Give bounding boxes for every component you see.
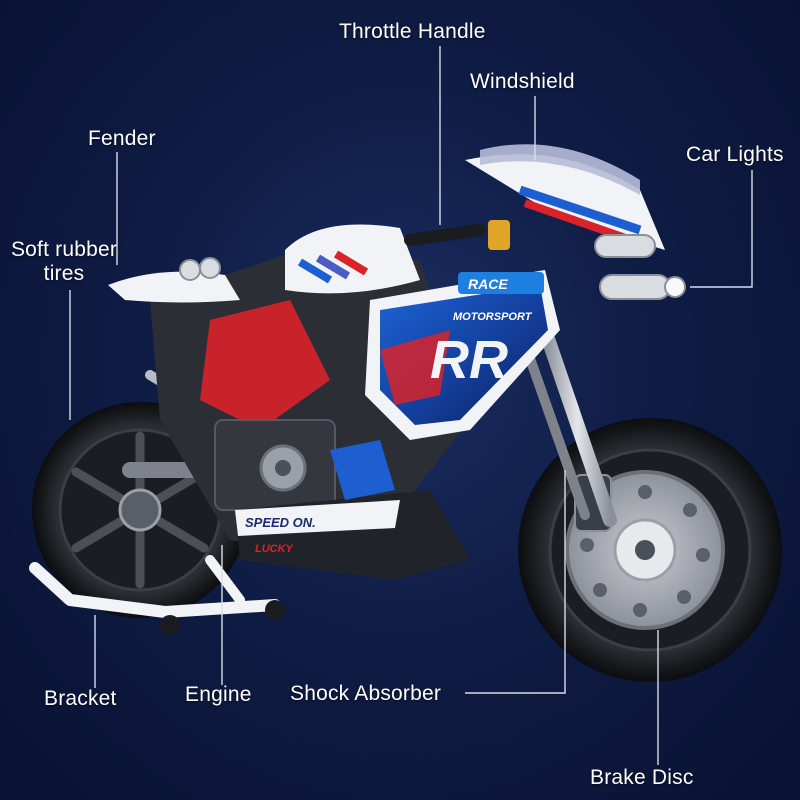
label-soft-rubber-tires: Soft rubber tires (10, 238, 118, 285)
engine-block (214, 419, 336, 511)
motorsport-decal: MOTORSPORT (453, 311, 533, 323)
throttle-handle (404, 220, 510, 250)
label-car-lights: Car Lights (686, 143, 784, 166)
label-engine: Engine (185, 683, 252, 706)
fuel-tank (285, 224, 420, 294)
label-windshield: Windshield (470, 70, 575, 93)
leader-car-lights (690, 170, 753, 288)
rr-decal: RR (430, 330, 508, 390)
label-throttle-handle: Throttle Handle (339, 20, 486, 43)
label-shock-absorber: Shock Absorber (290, 682, 442, 705)
belly-pan: SPEED ON. LUCKY (235, 440, 470, 580)
leader-lines (69, 46, 753, 765)
side-fairing: RR MOTORSPORT RACE (365, 270, 560, 440)
label-brake-disc: Brake Disc (590, 766, 694, 789)
front-wheel (518, 418, 782, 682)
red-panel (200, 300, 330, 430)
bracket (29, 555, 285, 635)
car-lights (594, 234, 686, 300)
race-decal: RACE (468, 276, 508, 292)
rear-fender (108, 257, 240, 303)
rear-hub (118, 488, 162, 532)
label-fender: Fender (88, 127, 156, 150)
lucky-decal: LUCKY (255, 543, 295, 555)
speed-on-decal: SPEED ON. (245, 515, 316, 530)
label-bracket: Bracket (44, 687, 117, 710)
leader-shock (465, 470, 566, 694)
